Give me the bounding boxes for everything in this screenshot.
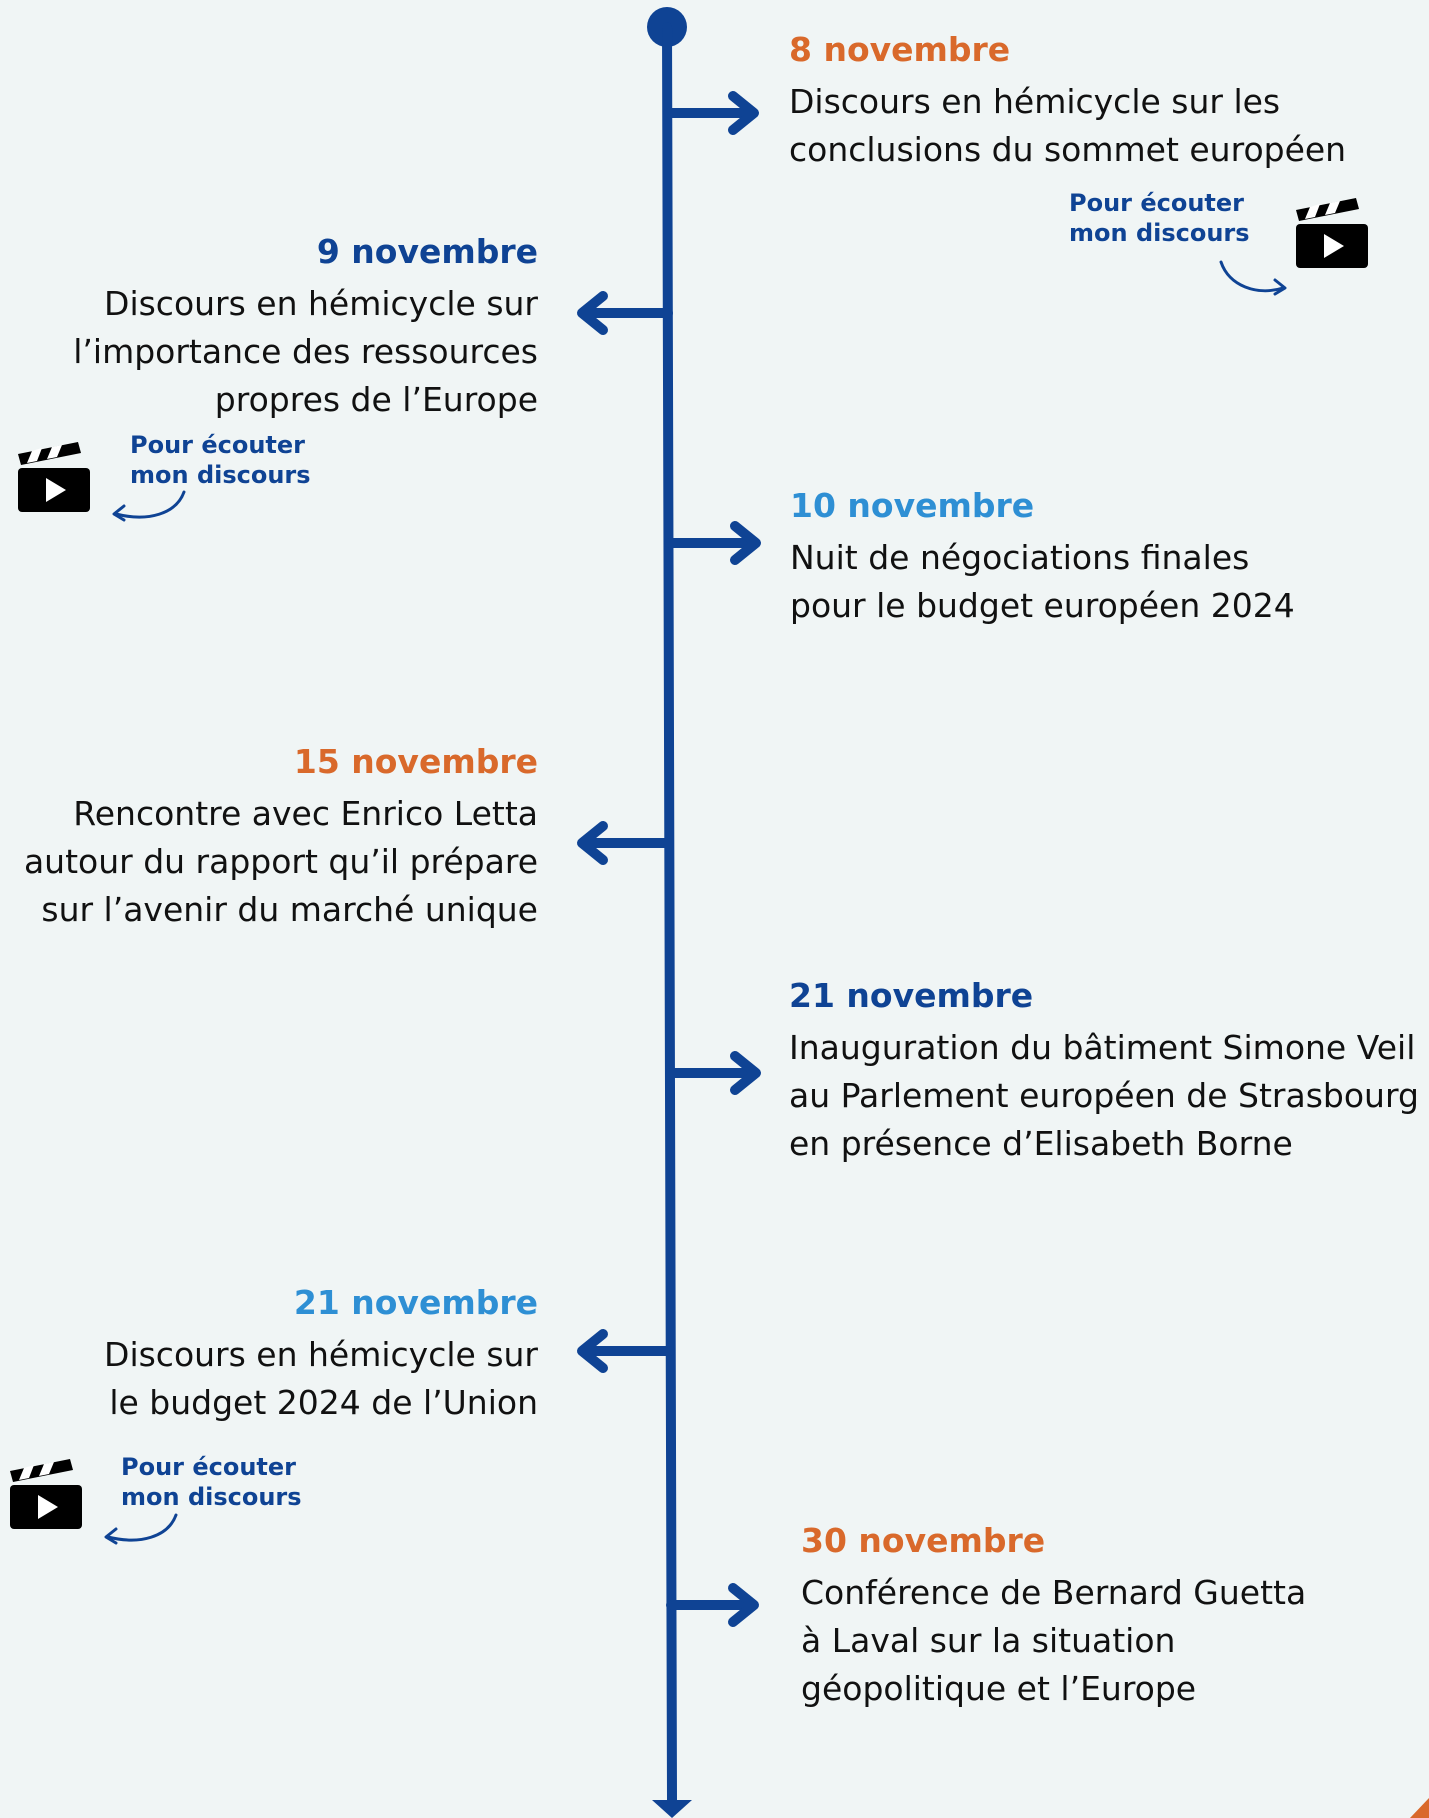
event-date: 21 novembre xyxy=(293,1283,538,1322)
event-description: Inauguration du bâtiment Simone Veil au … xyxy=(789,1028,1419,1163)
event-date: 15 novembre xyxy=(293,742,538,781)
branch-arrow-left xyxy=(577,1329,675,1373)
event-description: Discours en hémicycle sur les conclusion… xyxy=(789,82,1347,169)
event-date: 30 novembre xyxy=(801,1521,1046,1560)
event-description: Nuit de négociations finales pour le bud… xyxy=(790,538,1295,625)
listen-speech-label[interactable]: Pour écouter mon discours xyxy=(130,431,311,489)
timeline-event: 21 novembre Discours en hémicycle sur le… xyxy=(0,1283,538,1427)
timeline-end-arrowhead xyxy=(652,1800,692,1818)
branch-arrow-right xyxy=(663,91,759,135)
clapperboard-play-icon[interactable] xyxy=(1292,196,1370,272)
timeline-event: 21 novembre Inauguration du bâtiment Sim… xyxy=(789,976,1429,1168)
branch-arrow-right xyxy=(666,1583,759,1627)
timeline-event: 15 novembre Rencontre avec Enrico Letta … xyxy=(0,742,538,934)
curved-arrow-icon xyxy=(104,1513,178,1545)
event-date: 21 novembre xyxy=(789,976,1034,1015)
corner-decoration xyxy=(1410,1798,1429,1818)
event-description: Rencontre avec Enrico Letta autour du ra… xyxy=(23,794,538,929)
timeline-event: 10 novembre Nuit de négociations finales… xyxy=(790,486,1350,630)
curved-arrow-icon xyxy=(112,490,186,522)
clapperboard-play-icon[interactable] xyxy=(14,440,92,516)
listen-speech-link[interactable]: Pour écouter mon discours xyxy=(14,428,334,538)
listen-speech-link[interactable]: Pour écouter mon discours xyxy=(1069,186,1369,296)
timeline-event: 8 novembre Discours en hémicycle sur les… xyxy=(789,30,1349,174)
timeline-event: 30 novembre Conférence de Bernard Guetta… xyxy=(801,1521,1361,1713)
branch-arrow-left xyxy=(577,821,674,865)
event-date: 9 novembre xyxy=(316,232,538,271)
event-description: Discours en hémicycle sur l’importance d… xyxy=(73,284,538,419)
listen-speech-label[interactable]: Pour écouter mon discours xyxy=(121,1453,302,1511)
curved-arrow-icon xyxy=(1219,260,1287,296)
timeline-axis xyxy=(662,22,677,1805)
event-date: 10 novembre xyxy=(790,486,1035,525)
listen-speech-link[interactable]: Pour écouter mon discours xyxy=(6,1449,326,1559)
event-description: Conférence de Bernard Guetta à Laval sur… xyxy=(801,1573,1307,1708)
event-description: Discours en hémicycle sur le budget 2024… xyxy=(104,1335,538,1422)
branch-arrow-right xyxy=(665,1051,761,1095)
branch-arrow-right xyxy=(664,521,761,565)
timeline-event: 9 novembre Discours en hémicycle sur l’i… xyxy=(0,232,538,424)
listen-speech-label[interactable]: Pour écouter mon discours xyxy=(1069,189,1250,247)
branch-arrow-left xyxy=(577,291,673,335)
event-date: 8 novembre xyxy=(789,30,1011,69)
clapperboard-play-icon[interactable] xyxy=(6,1457,84,1533)
